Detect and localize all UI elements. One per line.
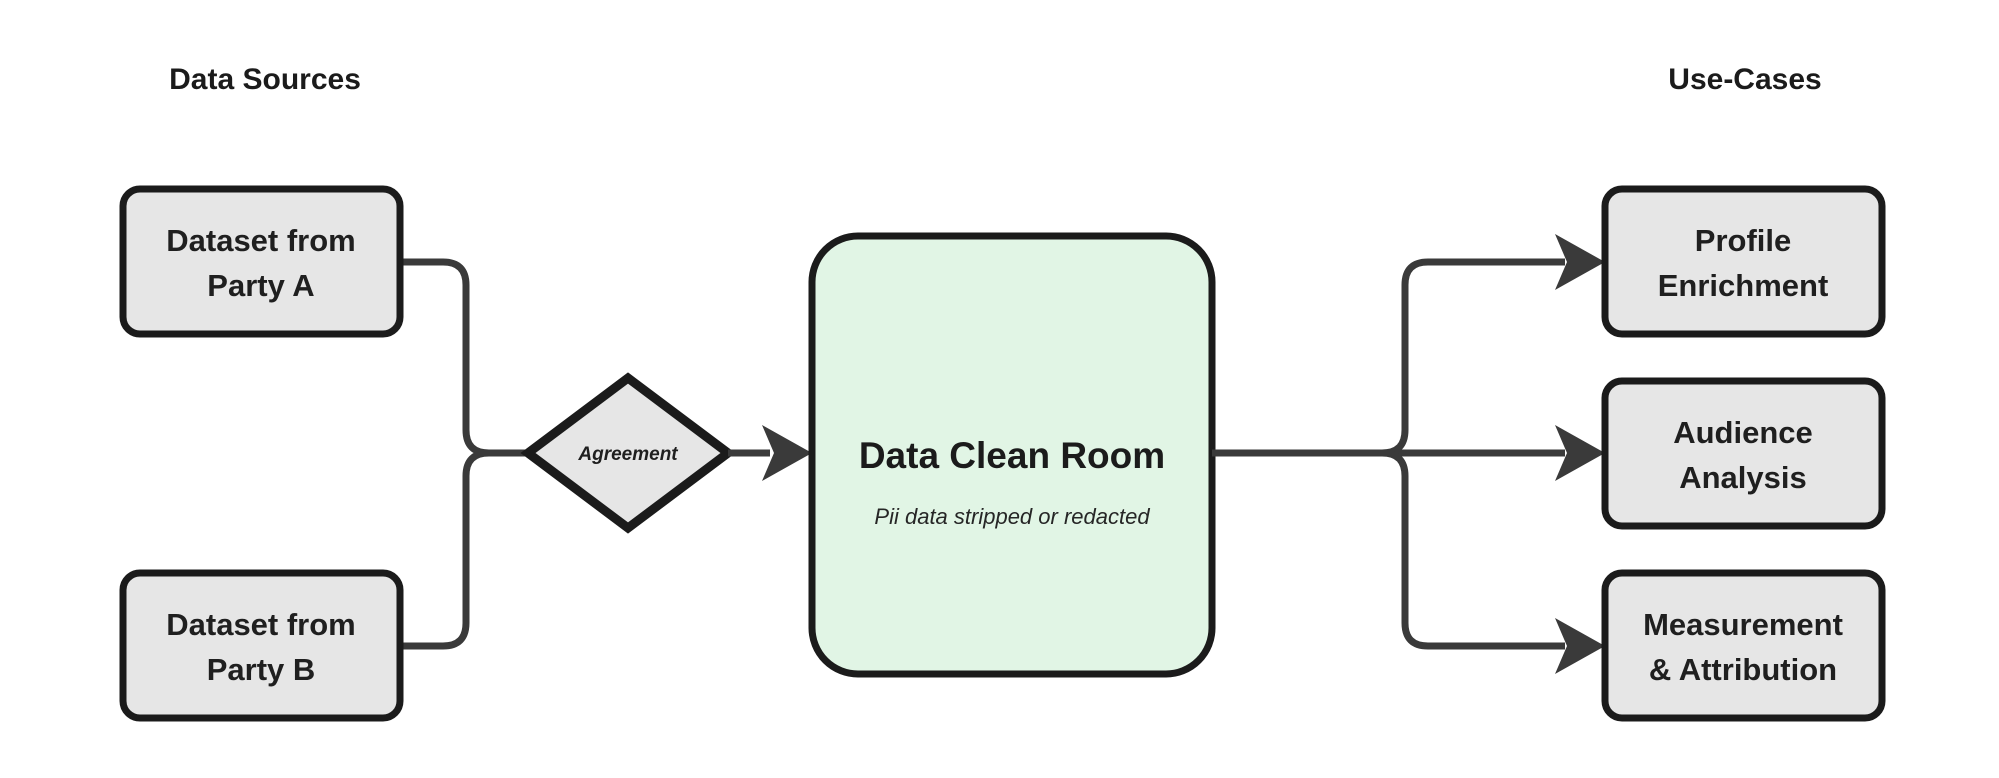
- arrow-head-icon: [1555, 425, 1605, 481]
- node-data-clean-room-subtitle: Pii data stripped or redacted: [874, 504, 1150, 529]
- node-dataset-party-a[interactable]: Dataset from Party A: [119, 185, 404, 338]
- node-data-clean-room[interactable]: Data Clean Room Pii data stripped or red…: [808, 232, 1216, 678]
- node-measurement-attribution[interactable]: Measurement & Attribution: [1601, 569, 1886, 722]
- connector-party-b-to-gate: [403, 449, 528, 650]
- node-data-clean-room-title: Data Clean Room: [859, 435, 1165, 476]
- node-dataset-party-b[interactable]: Dataset from Party B: [119, 569, 404, 722]
- connector-clean-room-to-measurement-attribution: [1212, 449, 1605, 674]
- node-dataset-party-a-line2: Party A: [207, 268, 314, 303]
- arrow-head-icon: [762, 425, 812, 481]
- node-audience-analysis-line2: Analysis: [1679, 460, 1807, 495]
- node-dataset-party-b-line2: Party B: [207, 652, 316, 687]
- node-measurement-attribution-line2: & Attribution: [1649, 652, 1837, 687]
- arrow-head-icon: [1555, 618, 1605, 674]
- connector-party-a-to-gate: [403, 258, 528, 457]
- node-profile-enrichment[interactable]: Profile Enrichment: [1601, 185, 1886, 338]
- node-audience-analysis[interactable]: Audience Analysis: [1601, 377, 1886, 530]
- node-measurement-attribution-line1: Measurement: [1643, 607, 1843, 642]
- heading-use-cases: Use-Cases: [1668, 63, 1821, 96]
- connector-clean-room-to-profile-enrichment: [1212, 234, 1605, 457]
- node-audience-analysis-line1: Audience: [1673, 415, 1813, 450]
- arrow-head-icon: [1555, 234, 1605, 290]
- node-dataset-party-b-line1: Dataset from: [166, 607, 356, 642]
- connector-gate-to-clean-room: [728, 425, 812, 481]
- heading-data-sources: Data Sources: [169, 63, 361, 96]
- node-profile-enrichment-line2: Enrichment: [1658, 268, 1829, 303]
- node-agreement-label: Agreement: [577, 444, 678, 465]
- node-dataset-party-a-line1: Dataset from: [166, 223, 356, 258]
- node-profile-enrichment-line1: Profile: [1695, 223, 1791, 258]
- node-agreement[interactable]: Agreement: [520, 372, 736, 534]
